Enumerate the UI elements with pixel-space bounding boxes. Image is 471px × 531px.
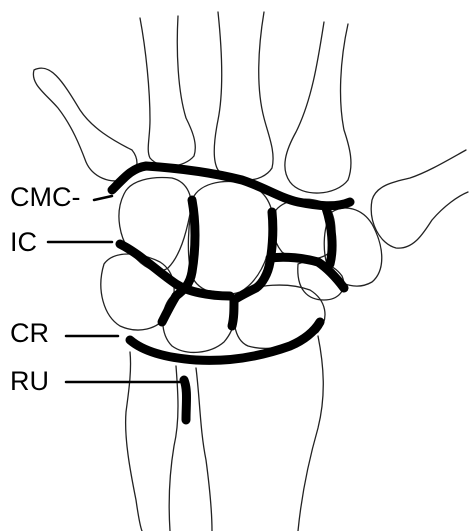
ulna [126,352,178,531]
ru-joint-line [184,380,187,420]
ic-joint-line-trapezium [326,208,332,264]
cmc-leader-line [94,196,112,200]
metacarpal-1 [371,150,468,248]
ic-label: IC [10,229,37,256]
metacarpal-4 [140,16,195,166]
metacarpal-2 [285,22,351,193]
cr-label: CR [10,320,49,347]
hamate [119,178,191,271]
cmc-label: CMC- [10,184,80,211]
radius [196,336,323,531]
ru-label: RU [10,368,49,395]
metacarpal-3 [214,12,273,180]
metacarpal-5 [33,68,137,181]
ic-joint-line-hamate [120,244,230,296]
ic-joint-line-scaphoid [162,296,234,326]
